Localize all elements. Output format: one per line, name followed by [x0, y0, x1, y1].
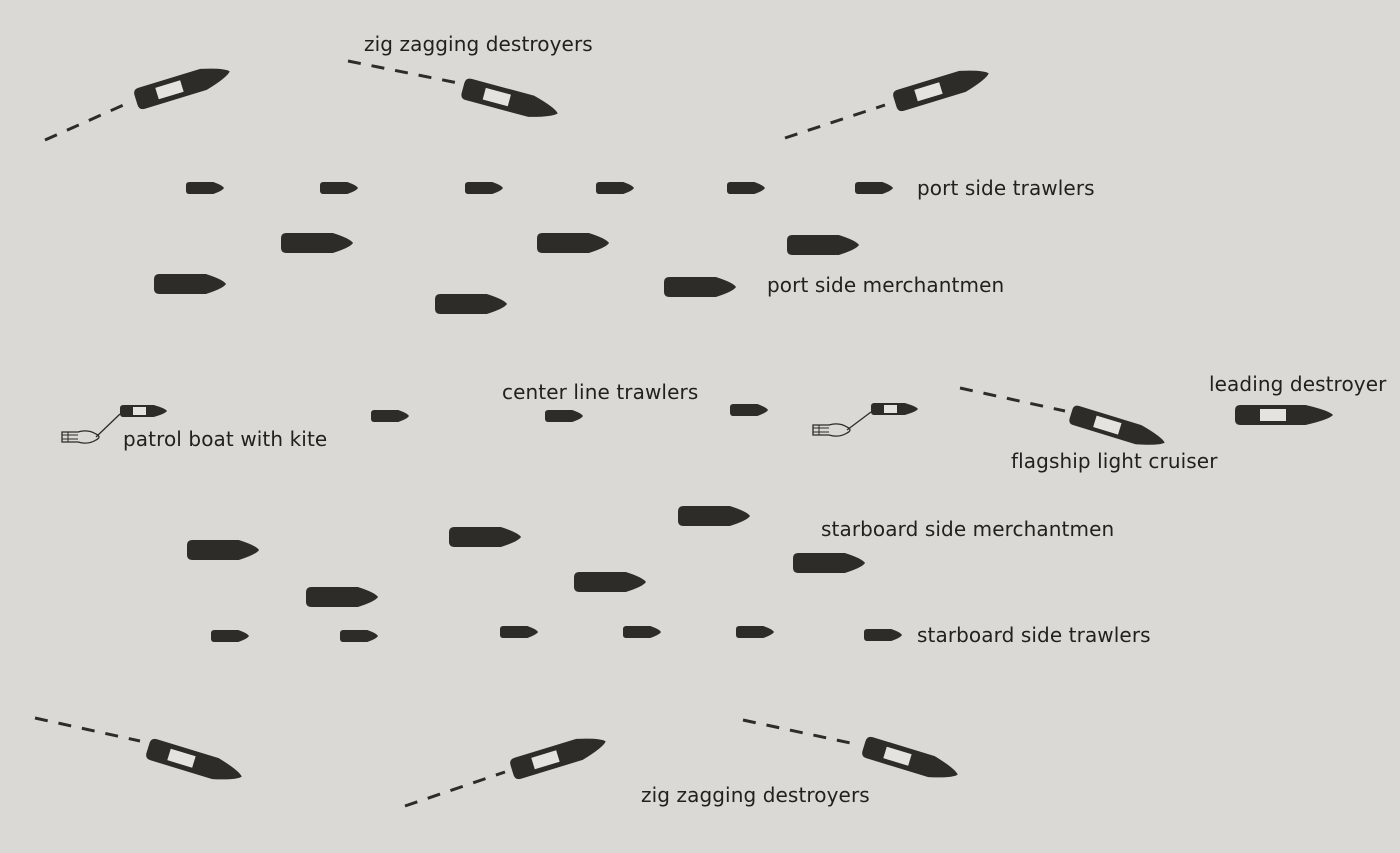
wake-line-bottom-right [742, 718, 856, 746]
trawler-icon [500, 626, 538, 638]
label-patrol-kite: patrol boat with kite [123, 427, 328, 451]
deck-house [884, 405, 897, 413]
merchantman-icon [154, 274, 226, 294]
wake-line-flagship [959, 386, 1066, 413]
wake-line-top-mid [347, 59, 459, 85]
trawler-icon [545, 410, 583, 422]
label-starboard-merchantmen: starboard side merchantmen [821, 517, 1115, 541]
label-center-trawlers: center line trawlers [502, 380, 699, 404]
deck-house [1260, 409, 1286, 421]
merchantman-icon [664, 277, 736, 297]
deck-house [167, 748, 196, 768]
destroyer-icon [134, 68, 230, 110]
trawler-icon [736, 626, 774, 638]
label-starboard-trawlers: starboard side trawlers [917, 623, 1151, 647]
deck-house [1093, 415, 1122, 435]
trawler-icon [596, 182, 634, 194]
trawler-icon [465, 182, 503, 194]
destroyer-icon [893, 70, 989, 112]
merchantman-icon [787, 235, 859, 255]
merchantman-icon [574, 572, 646, 592]
trawler-icon [371, 410, 409, 422]
merchantman-icon [449, 527, 521, 547]
kite-icon [61, 413, 121, 444]
label-leading-destroyer: leading destroyer [1209, 372, 1387, 396]
merchantman-icon [678, 506, 750, 526]
wake-line-top-right [784, 103, 886, 140]
destroyer-icon [146, 738, 242, 780]
trawler-icon [211, 630, 249, 642]
deck-house [883, 746, 912, 766]
merchantman-icon [187, 540, 259, 560]
trawler-icon [320, 182, 358, 194]
wake-line-bottom-mid [404, 770, 506, 808]
label-zig-zag-top: zig zagging destroyers [364, 32, 593, 56]
trawler-icon [730, 404, 768, 416]
label-port-trawlers: port side trawlers [917, 176, 1095, 200]
trawler-icon [727, 182, 765, 194]
deck-house [133, 407, 146, 415]
kite-icon [812, 411, 872, 437]
deck-house [914, 82, 943, 102]
merchantman-icon [306, 587, 378, 607]
label-zig-zag-bottom: zig zagging destroyers [641, 783, 870, 807]
merchantman-icon [281, 233, 353, 253]
trawler-icon [623, 626, 661, 638]
merchantman-icon [435, 294, 507, 314]
patrol-boat-icon [120, 405, 167, 417]
wake-line-top-left [44, 101, 129, 142]
wake-line-bottom-left [34, 716, 141, 743]
merchantman-icon [793, 553, 865, 573]
patrol-boat-icon [871, 403, 918, 415]
deck-house [482, 87, 511, 107]
deck-house [155, 80, 184, 100]
merchantman-icon [537, 233, 609, 253]
destroyer-icon [510, 738, 606, 780]
label-port-merchantmen: port side merchantmen [767, 273, 1005, 297]
flagship-icon [1069, 405, 1165, 445]
trawler-icon [855, 182, 893, 194]
destroyer-icon [862, 736, 958, 778]
destroyer-icon [461, 78, 558, 117]
trawler-icon [186, 182, 224, 194]
trawler-icon [864, 629, 902, 641]
destroyer-icon [1235, 405, 1333, 425]
deck-house [531, 750, 560, 770]
label-flagship: flagship light cruiser [1011, 449, 1218, 473]
trawler-icon [340, 630, 378, 642]
